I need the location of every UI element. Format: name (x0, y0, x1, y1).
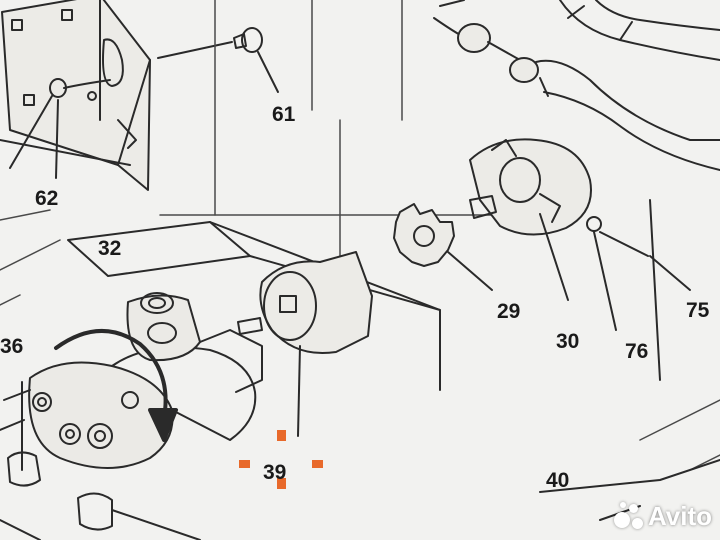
label-76: 76 (625, 340, 649, 363)
rotation-arrow (54, 329, 178, 442)
coupling-39 (237, 251, 373, 437)
screw-75 (599, 231, 691, 291)
spider-29 (393, 203, 493, 291)
label-36: 36 (0, 335, 24, 358)
valve-block (126, 292, 263, 393)
label-32: 32 (98, 237, 122, 260)
label-29: 29 (497, 300, 521, 323)
motor-36 (0, 346, 257, 469)
position-marker (239, 430, 323, 489)
label-39: 39 (263, 461, 287, 484)
screw-76 (586, 216, 617, 331)
hose-assembly (433, 0, 720, 381)
mounting-plate (1, 0, 151, 191)
background-lines (0, 0, 720, 471)
avito-logo-icon (613, 501, 644, 532)
avito-watermark: Avito (613, 501, 712, 532)
screw-62 (0, 78, 131, 179)
coupling-30 (469, 138, 592, 301)
label-30: 30 (556, 330, 580, 353)
label-62: 62 (35, 187, 59, 210)
label-75: 75 (686, 299, 710, 322)
label-40: 40 (546, 469, 570, 492)
avito-text: Avito (647, 501, 712, 531)
label-61: 61 (272, 103, 296, 126)
screw-61 (157, 27, 279, 93)
